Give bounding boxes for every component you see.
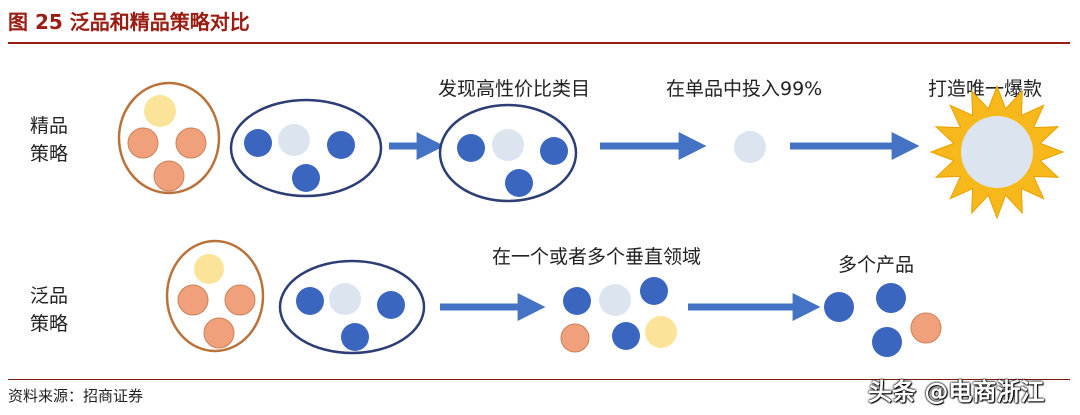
yellow-dot xyxy=(144,95,176,127)
blue-dot xyxy=(457,134,485,162)
broad-label-line2: 策略 xyxy=(30,313,69,335)
broad-strategy-label: 泛品 策略 xyxy=(30,282,68,338)
single-product-dot xyxy=(734,131,766,163)
broad-label-line1: 泛品 xyxy=(30,285,69,307)
orange-dot xyxy=(127,127,159,159)
blue-dot xyxy=(872,327,902,357)
blue-dot xyxy=(640,277,668,305)
blue-dot xyxy=(296,287,324,315)
yellow-dot xyxy=(194,254,224,284)
title-divider xyxy=(8,42,1070,44)
orange-dot xyxy=(560,323,590,353)
sun-icon xyxy=(929,84,1065,220)
broad-pool-ellipse xyxy=(165,239,265,353)
orange-dot xyxy=(224,284,256,316)
orange-dot xyxy=(153,160,185,192)
light-dot xyxy=(599,284,631,316)
orange-dot xyxy=(175,127,207,159)
blue-dot xyxy=(244,129,272,157)
orange-dot xyxy=(177,284,209,316)
blue-dot xyxy=(540,137,568,165)
source-note: 资料来源：招商证券 xyxy=(8,387,144,405)
light-dot xyxy=(278,124,310,156)
blue-dot xyxy=(876,283,906,313)
source-divider xyxy=(8,379,1070,380)
blue-dot xyxy=(505,169,533,197)
premium-pool-ellipse xyxy=(117,81,221,195)
watermark: 头条 @电商浙江 xyxy=(868,378,1045,406)
blue-dot xyxy=(327,131,355,159)
blue-dot xyxy=(292,164,320,192)
yellow-dot xyxy=(645,316,677,348)
premium-strategy-label: 精品 策略 xyxy=(30,112,68,168)
broad-step2-label: 多个产品 xyxy=(838,254,915,276)
blue-dot xyxy=(563,287,591,315)
premium-label-line2: 策略 xyxy=(30,143,69,165)
light-dot xyxy=(329,283,361,315)
orange-dot xyxy=(203,317,235,349)
broad-step1-label: 在一个或者多个垂直领域 xyxy=(492,246,702,268)
premium-step2-label: 在单品中投入99% xyxy=(666,78,823,100)
blue-dot xyxy=(341,323,369,351)
orange-dot xyxy=(910,312,942,344)
blue-dot xyxy=(377,291,405,319)
premium-step3-label: 打造唯一爆款 xyxy=(928,78,1043,100)
figure-title: 图 25 泛品和精品策略对比 xyxy=(8,10,250,34)
premium-step1-label: 发现高性价比类目 xyxy=(438,78,591,100)
blue-dot xyxy=(612,322,640,350)
premium-label-line1: 精品 xyxy=(30,115,69,137)
blue-dot xyxy=(824,292,854,322)
light-dot xyxy=(492,129,524,161)
